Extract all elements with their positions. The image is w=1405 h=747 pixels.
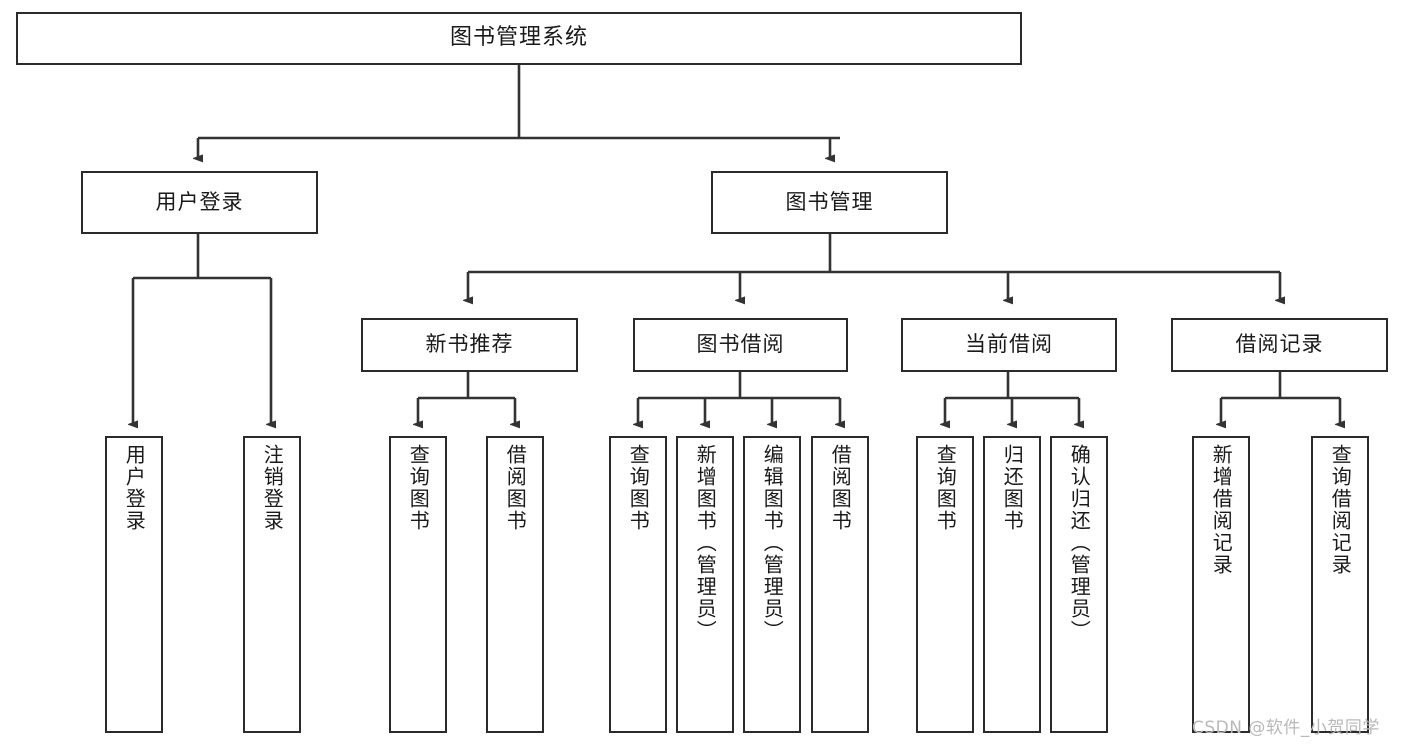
leaf-query-book-1[interactable]: 查询图书 — [389, 436, 447, 733]
leaf-borrow-book-1[interactable]: 借阅图书 — [486, 436, 544, 733]
leaf-add-book[interactable]: 新增图书（管理员） — [676, 436, 734, 733]
node-label: 查询图书 — [406, 444, 431, 532]
node-borrow-record[interactable]: 借阅记录 — [1171, 318, 1388, 372]
node-label: 图书管理系统 — [449, 25, 588, 51]
leaf-edit-book[interactable]: 编辑图书（管理员） — [743, 436, 801, 733]
node-label: 确认归还（管理员） — [1067, 444, 1092, 642]
leaf-user-login[interactable]: 用户登录 — [105, 436, 163, 733]
node-label: 查询图书 — [626, 444, 651, 532]
leaf-user-logout[interactable]: 注销登录 — [243, 436, 301, 733]
node-label: 查询图书 — [933, 444, 958, 532]
node-label: 归还图书 — [1000, 444, 1025, 532]
leaf-query-record[interactable]: 查询借阅记录 — [1311, 436, 1369, 733]
node-label: 用户登录 — [155, 189, 244, 214]
node-label: 当前借阅 — [965, 332, 1053, 357]
node-label: 借阅图书 — [503, 444, 528, 532]
node-label: 借阅记录 — [1235, 332, 1324, 357]
leaf-query-book-2[interactable]: 查询图书 — [609, 436, 667, 733]
node-root-system[interactable]: 图书管理系统 — [16, 12, 1022, 65]
leaf-return-book[interactable]: 归还图书 — [983, 436, 1041, 733]
node-label: 编辑图书（管理员） — [760, 444, 785, 642]
leaf-confirm-return[interactable]: 确认归还（管理员） — [1050, 436, 1108, 733]
leaf-add-record[interactable]: 新增借阅记录 — [1192, 436, 1250, 733]
node-label: 用户登录 — [122, 444, 147, 532]
leaf-borrow-book-2[interactable]: 借阅图书 — [811, 436, 869, 733]
leaf-query-book-3[interactable]: 查询图书 — [916, 436, 974, 733]
node-label: 新增图书（管理员） — [693, 444, 718, 642]
node-label: 注销登录 — [260, 444, 285, 532]
node-book-manage[interactable]: 图书管理 — [711, 171, 948, 234]
node-label: 新增借阅记录 — [1209, 444, 1234, 576]
node-label: 查询借阅记录 — [1328, 444, 1353, 576]
node-current-borrow[interactable]: 当前借阅 — [901, 318, 1117, 372]
node-user-login[interactable]: 用户登录 — [81, 171, 318, 234]
node-book-borrow[interactable]: 图书借阅 — [633, 318, 848, 372]
node-label: 图书借阅 — [696, 332, 785, 357]
node-new-book-recommend[interactable]: 新书推荐 — [361, 318, 578, 372]
node-label: 新书推荐 — [425, 332, 514, 357]
node-label: 借阅图书 — [828, 444, 853, 532]
node-label: 图书管理 — [785, 189, 874, 214]
watermark: CSDN @软件_小贺同学 — [1192, 718, 1380, 738]
